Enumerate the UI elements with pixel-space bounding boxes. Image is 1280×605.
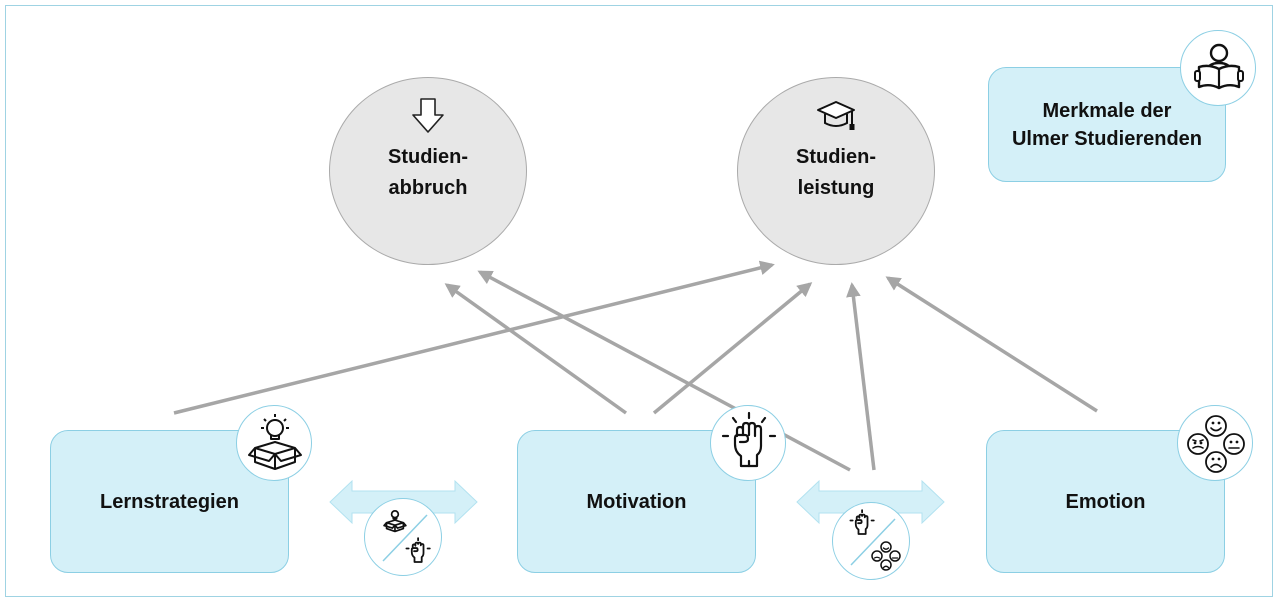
idea-box-icon <box>248 414 302 470</box>
badge-merkmale <box>1180 30 1256 106</box>
raised-fist-icon <box>721 411 777 468</box>
node-merkmale: Merkmale der Ulmer Studierenden <box>988 67 1226 182</box>
badge-emotion <box>1177 405 1253 481</box>
emotion-faces-icon <box>871 541 901 571</box>
idea-box-icon <box>383 510 407 533</box>
arrow-emotion-studienleistung <box>885 276 1098 413</box>
down-arrow-icon <box>412 98 444 133</box>
arrow-interaction-studienleistung <box>846 282 876 471</box>
node-lernstrategien: Lernstrategien <box>50 430 289 573</box>
arrow-interaction-studienabbruch <box>477 270 851 472</box>
diagram-frame <box>5 5 1273 597</box>
node-label: Emotion <box>1065 490 1146 513</box>
interaction-badge-motivation-emotion <box>832 502 910 580</box>
node-label: Lernstrategien <box>100 490 239 513</box>
node-label: Studien- abbruch <box>388 146 468 199</box>
arrow-motivation-studienleistung <box>652 282 813 415</box>
interaction-icons <box>849 509 901 571</box>
interaction-badge-lernstrategien-motivation <box>364 498 442 576</box>
reading-person-icon <box>1194 43 1244 90</box>
emotion-faces-icon <box>1187 415 1245 473</box>
node-label: Motivation <box>586 490 687 513</box>
node-label: Studien- leistung <box>796 146 876 199</box>
badge-lernstrategien <box>236 405 312 481</box>
badge-motivation <box>710 405 786 481</box>
interaction-icons <box>382 510 431 563</box>
raised-fist-icon <box>849 509 875 535</box>
node-label: Merkmale der Ulmer Studierenden <box>1011 99 1203 150</box>
arrow-lernstrategien-studienleistung <box>173 260 775 415</box>
graduation-cap-icon <box>817 101 855 130</box>
raised-fist-icon <box>405 537 431 563</box>
node-studienleistung: Studien- leistung <box>737 77 935 265</box>
arrow-motivation-studienabbruch <box>444 283 628 415</box>
node-studienabbruch: Studien- abbruch <box>329 77 527 265</box>
